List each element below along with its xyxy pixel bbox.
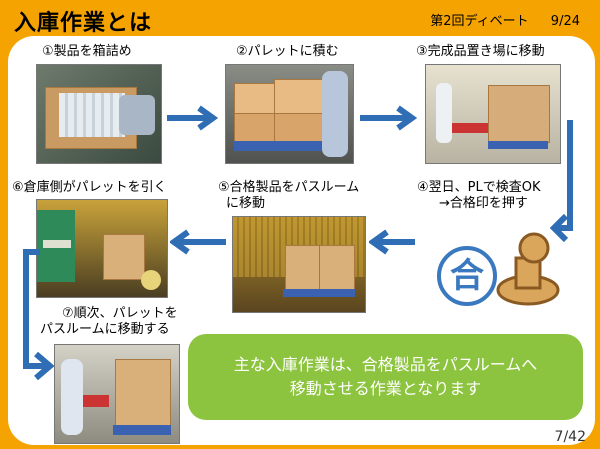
step-7-label: ⑦順次、パレットを パスルームに移動する — [40, 306, 178, 338]
step-1-label: ①製品を箱詰め — [42, 44, 132, 59]
summary-line-1: 主な入庫作業は、合格製品をパスルームへ — [233, 355, 538, 374]
event-name: 第2回ディベート — [430, 14, 529, 29]
step-1-photo — [36, 64, 162, 164]
arrow-step3-to-step4-icon — [550, 120, 573, 243]
step-4-label-line1: ④翌日、PLで検査OK — [417, 180, 541, 195]
step-3-photo — [425, 64, 561, 164]
step-5-label-line2: に移動 — [226, 196, 266, 211]
pass-stamp-icon: 合 — [437, 246, 497, 306]
arrow-step5-to-step6-icon — [369, 229, 415, 255]
step-3-label: ③完成品置き場に移動 — [416, 44, 545, 59]
step-4-label-line2: →合格印を押す — [439, 196, 528, 211]
step-6-label: ⑥倉庫側がパレットを引く — [12, 180, 167, 195]
step-7-label-line1: ⑦順次、パレットを — [62, 306, 178, 321]
step-2-photo — [225, 64, 354, 164]
step-5-label-line1: ⑤合格製品をパスルーム — [218, 180, 360, 195]
step-7-photo — [54, 344, 180, 444]
arrow-step6-to-step7-icon — [23, 249, 55, 381]
arrow-step4-to-step5-icon — [170, 229, 226, 255]
step-2-label: ②パレットに積む — [236, 44, 339, 59]
summary-line-2: 移動させる作業となります — [289, 379, 482, 398]
summary-callout: 主な入庫作業は、合格製品をパスルームへ 移動させる作業となります — [188, 334, 583, 420]
arrow-step2-to-step3-icon — [360, 105, 418, 131]
page-number: 7/42 — [554, 429, 586, 445]
step-5-label: ⑤合格製品をパスルーム に移動 — [218, 180, 359, 212]
header-info: 第2回ディベート 9/24 — [412, 10, 580, 29]
step-6-photo — [36, 199, 168, 298]
step-5-photo — [232, 216, 366, 313]
slide-title: 入庫作業とは — [14, 11, 153, 36]
seal-stamp-tool-icon — [496, 232, 560, 306]
event-date: 9/24 — [550, 14, 580, 29]
step-4-label: ④翌日、PLで検査OK →合格印を押す — [417, 180, 541, 212]
step-7-label-line2: パスルームに移動する — [40, 322, 170, 337]
arrow-step1-to-step2-icon — [167, 105, 219, 131]
